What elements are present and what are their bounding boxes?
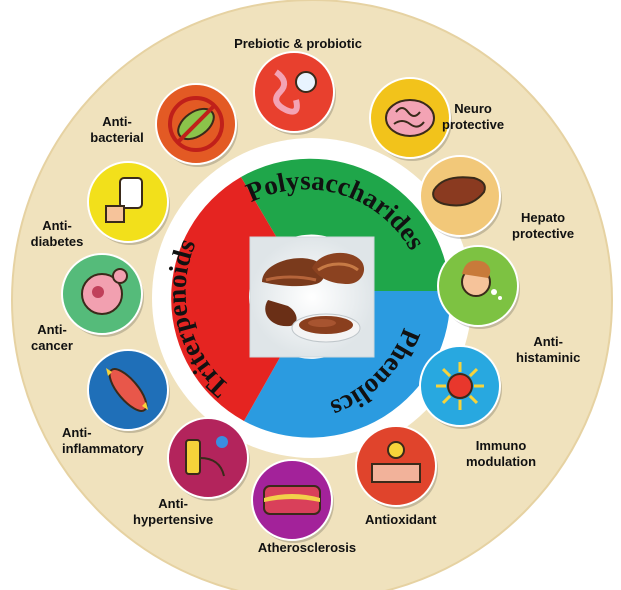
label-antibacterial: Anti- bacterial [90, 114, 144, 145]
label-antiinflammatory: Anti- inflammatory [62, 425, 144, 456]
benefit-icons [61, 51, 520, 543]
label-antihistaminic: Anti- histaminic [516, 334, 581, 365]
cancer-cell-icon [61, 253, 144, 337]
glucometer-icon [87, 161, 170, 245]
digestive-bacteria-icon [253, 51, 336, 135]
label-antidiabetes: Anti- diabetes [30, 218, 84, 249]
inflamed-muscle-icon [87, 349, 170, 433]
no-bacteria-icon [155, 83, 238, 167]
artery-plaque-icon [251, 459, 334, 543]
label-immuno: Immuno modulation [466, 438, 537, 469]
blood-pressure-icon [167, 417, 250, 501]
phenolics-segment [244, 291, 451, 438]
skin-cell-icon [355, 425, 438, 509]
label-prebiotic: Prebiotic & probiotic [234, 36, 362, 51]
polysaccharides-segment [241, 158, 450, 291]
label-hepato: Hepato protective [512, 210, 575, 241]
label-neuro: Neuro protective [442, 101, 505, 132]
liver-icon [419, 155, 502, 239]
label-anticancer: Anti- cancer [31, 322, 73, 353]
allergy-sneeze-icon [437, 245, 520, 329]
label-atherosclerosis: Atherosclerosis [257, 540, 357, 555]
immune-cell-icon [419, 345, 502, 429]
mushroom-photo [249, 236, 375, 358]
label-antioxidant: Antioxidant [365, 512, 437, 527]
brain-icon [369, 77, 452, 161]
label-antihypertensive: Anti- hypertensive [133, 496, 214, 527]
